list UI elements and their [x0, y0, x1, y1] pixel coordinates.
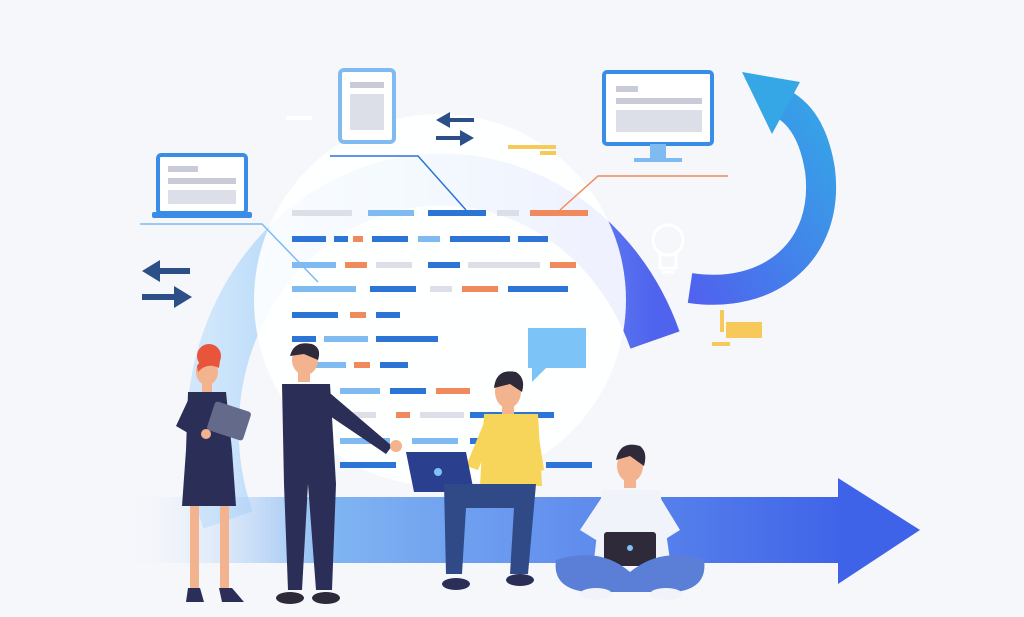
swap-arrows-icon [142, 260, 192, 308]
laptop-icon [152, 153, 252, 218]
lightbulb-icon [651, 223, 685, 274]
chat-bubble-icon [528, 328, 586, 382]
yellow-tag-decoration [508, 145, 762, 346]
man-pointing [276, 343, 402, 604]
seated-man-with-laptop [406, 371, 544, 590]
connector-lines [140, 155, 728, 283]
woman-with-tablet [176, 344, 251, 602]
swap-arrows-icon [436, 112, 474, 146]
tablet-icon [338, 68, 396, 144]
cycle-arrow-icon [687, 72, 837, 305]
cross-legged-man-with-laptop [555, 444, 705, 600]
dash-decoration [286, 116, 312, 120]
monitor-icon [602, 70, 714, 162]
